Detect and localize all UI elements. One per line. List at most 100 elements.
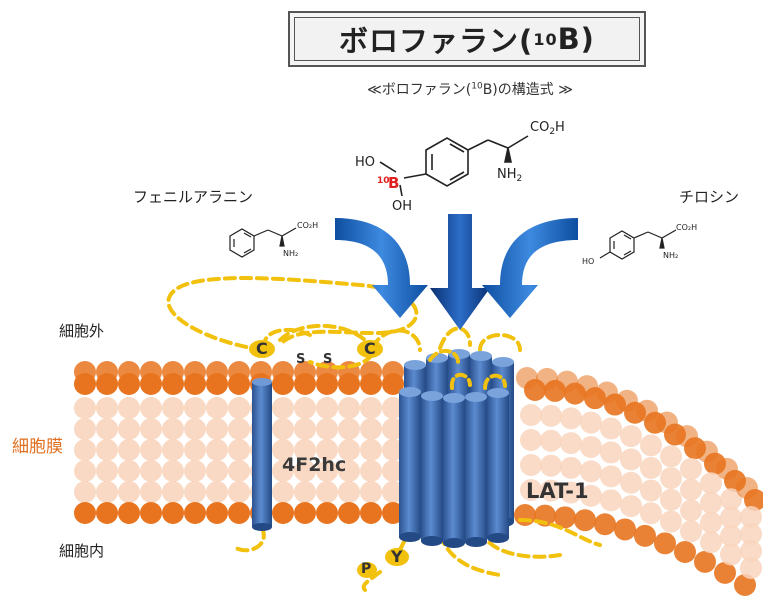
lipid-head	[184, 439, 206, 461]
lipid-head	[560, 481, 582, 504]
lipid-head	[540, 404, 562, 427]
lipid-head	[740, 557, 762, 579]
lipid-head	[720, 488, 742, 511]
boron-acid-label: CO2H	[530, 120, 565, 137]
lipid-head	[382, 481, 404, 503]
lipid-head	[272, 481, 294, 503]
lipid-head	[576, 375, 598, 398]
lat1-top-loops	[428, 349, 507, 390]
lat1-helix	[421, 396, 443, 541]
lipid-head	[382, 439, 404, 461]
lipid-head	[640, 502, 662, 525]
lipid-head	[516, 367, 538, 389]
lipid-head	[206, 418, 228, 440]
lipid-head	[338, 439, 360, 461]
lipid-head	[360, 481, 382, 503]
lipid-head	[74, 439, 96, 461]
lipid-head	[316, 373, 338, 395]
lipid-head	[162, 460, 184, 482]
lipid-head	[162, 373, 184, 395]
lipid-head	[660, 488, 682, 511]
lipid-head	[714, 561, 736, 584]
lipid-head	[272, 373, 294, 395]
lipid-head	[74, 481, 96, 503]
sulfur-left-label: S	[296, 352, 306, 367]
lipid-head	[554, 506, 576, 529]
lipid-head	[96, 373, 118, 395]
lipid-head	[316, 481, 338, 503]
lat1-helix-cap	[448, 349, 470, 359]
lipid-head	[574, 509, 596, 532]
lipid-head	[228, 481, 250, 503]
lipid-head	[118, 418, 140, 440]
lipid-head	[228, 418, 250, 440]
lipid-head	[660, 510, 682, 533]
lipid-head	[520, 404, 542, 426]
cysteine-left-badge	[249, 340, 275, 358]
lipid-head	[184, 481, 206, 503]
lipid-head	[382, 460, 404, 482]
lipid-head	[294, 418, 316, 440]
tyrosine-residue-label: Y	[391, 547, 403, 566]
extracellular-chain	[166, 276, 522, 370]
lipid-head	[620, 495, 642, 518]
lipid-head	[680, 457, 702, 480]
boronophenylalanine-structure	[379, 135, 529, 197]
lat1-helix-base	[421, 536, 443, 546]
lat1-helix	[399, 392, 421, 537]
lipid-head	[184, 502, 206, 524]
lat1-helix-cap	[404, 360, 426, 370]
lat1-helix-cap	[492, 357, 514, 367]
lipid-head	[272, 439, 294, 461]
lipid-head	[162, 481, 184, 503]
lat1-helix-cap	[443, 393, 465, 403]
lipid-head	[382, 502, 404, 524]
lipid-head	[580, 411, 602, 434]
lipid-head	[140, 460, 162, 482]
lipid-head	[294, 397, 316, 419]
lipid-head	[680, 499, 702, 522]
lipid-head	[162, 502, 184, 524]
lipid-head	[140, 397, 162, 419]
lipid-head	[228, 397, 250, 419]
lipid-head	[640, 434, 662, 457]
structure-caption: ≪ボロファラン(10B)の構造式 ≫	[367, 81, 573, 98]
lipid-head	[184, 418, 206, 440]
lipid-head	[272, 502, 294, 524]
lipid-head	[294, 439, 316, 461]
lipid-head	[614, 518, 636, 541]
lipid-head	[600, 417, 622, 440]
lipid-head	[720, 525, 742, 548]
lipid-head	[656, 411, 678, 434]
lipid-head	[620, 448, 642, 471]
lipid-head	[118, 460, 140, 482]
lipid-head	[272, 397, 294, 419]
lipid-head	[140, 418, 162, 440]
lipid-head	[316, 418, 338, 440]
lipid-head	[228, 460, 250, 482]
boron-atom-label: B	[388, 174, 399, 192]
lipid-head	[74, 373, 96, 395]
lipid-head	[740, 523, 762, 545]
boron-isotope-label: 10	[377, 176, 390, 186]
lat1-helix	[465, 397, 487, 542]
phospho-badge	[357, 562, 377, 578]
lipid-head	[360, 373, 382, 395]
lipid-head	[596, 381, 618, 404]
lipid-head	[700, 491, 722, 514]
lipid-head	[96, 439, 118, 461]
lat1-helix-cap	[487, 388, 509, 398]
lipid-head	[316, 460, 338, 482]
lipid-head	[720, 543, 742, 566]
lipid-head	[740, 540, 762, 562]
lipid-head	[694, 550, 716, 573]
lipid-head	[206, 481, 228, 503]
lipid-head	[654, 532, 676, 555]
lipid-head	[382, 418, 404, 440]
tyrosine-acid-label: CO₂H	[676, 223, 697, 232]
lipid-head	[316, 439, 338, 461]
boron-amine-label: NH2	[497, 167, 522, 184]
lipid-head	[294, 481, 316, 503]
